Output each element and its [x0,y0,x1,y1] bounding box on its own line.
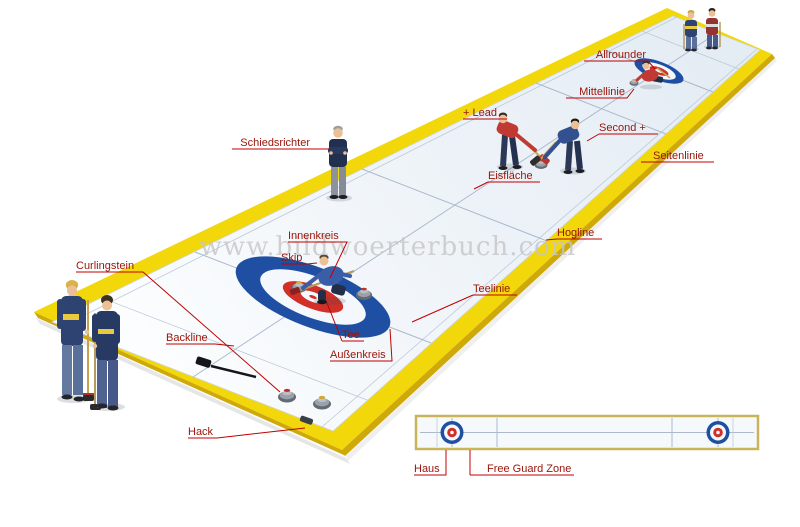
hack-corner [299,415,314,425]
curling-stone [313,395,331,410]
label-lead[interactable]: + Lead [463,107,497,119]
watermark-text: www.bildwoerterbuch.com [200,232,577,262]
overhead-schematic [414,414,760,451]
label-teelinie[interactable]: Teelinie [473,283,510,295]
label-backline[interactable]: Backline [166,332,208,344]
player-allrounder-delivering [635,61,671,90]
label-hack[interactable]: Hack [188,426,214,438]
label-hogline[interactable]: Hogline [557,227,594,239]
rink-lines [62,16,758,428]
far-hog-line [535,82,667,135]
curling-stone [355,287,373,300]
label-mittellinie[interactable]: Mittellinie [579,86,625,98]
label-haus[interactable]: Haus [414,463,440,475]
label-aussenkreis[interactable]: Außenkreis [330,349,386,361]
referee-figure [326,125,352,202]
label-curlingstein[interactable]: Curlingstein [76,260,134,272]
label-skip[interactable]: Skip [281,252,302,264]
player-far-standing-1 [683,10,699,52]
schematic-house-right [706,421,730,444]
leader-lines [76,60,714,476]
player-standing-right [90,295,125,411]
label-tee[interactable]: Tee [342,329,360,341]
hack-object [195,356,257,379]
player-sweeper-second [530,118,586,175]
near-hog-line [361,168,548,242]
label-innenkreis[interactable]: Innenkreis [288,230,339,242]
label-seitenlinie[interactable]: Seitenlinie [653,150,704,162]
label-free-guard-zone[interactable]: Free Guard Zone [487,463,571,475]
label-allrounder[interactable]: Allrounder [596,49,646,61]
ice-sheet [51,15,761,432]
player-far-standing-2 [704,8,721,50]
label-eisflaeche[interactable]: Eisfläche [488,170,533,182]
schematic-house-left [440,421,464,444]
diagram-labels: Schiedsrichter Allrounder Mittellinie + … [76,49,704,475]
player-standing-left [57,280,94,403]
curling-stone [278,388,296,403]
near-back-line [101,297,368,401]
label-second[interactable]: Second + [599,122,646,134]
curling-stone [629,78,639,86]
label-schiedsrichter[interactable]: Schiedsrichter [240,137,310,149]
player-sweeper-lead [496,112,550,171]
